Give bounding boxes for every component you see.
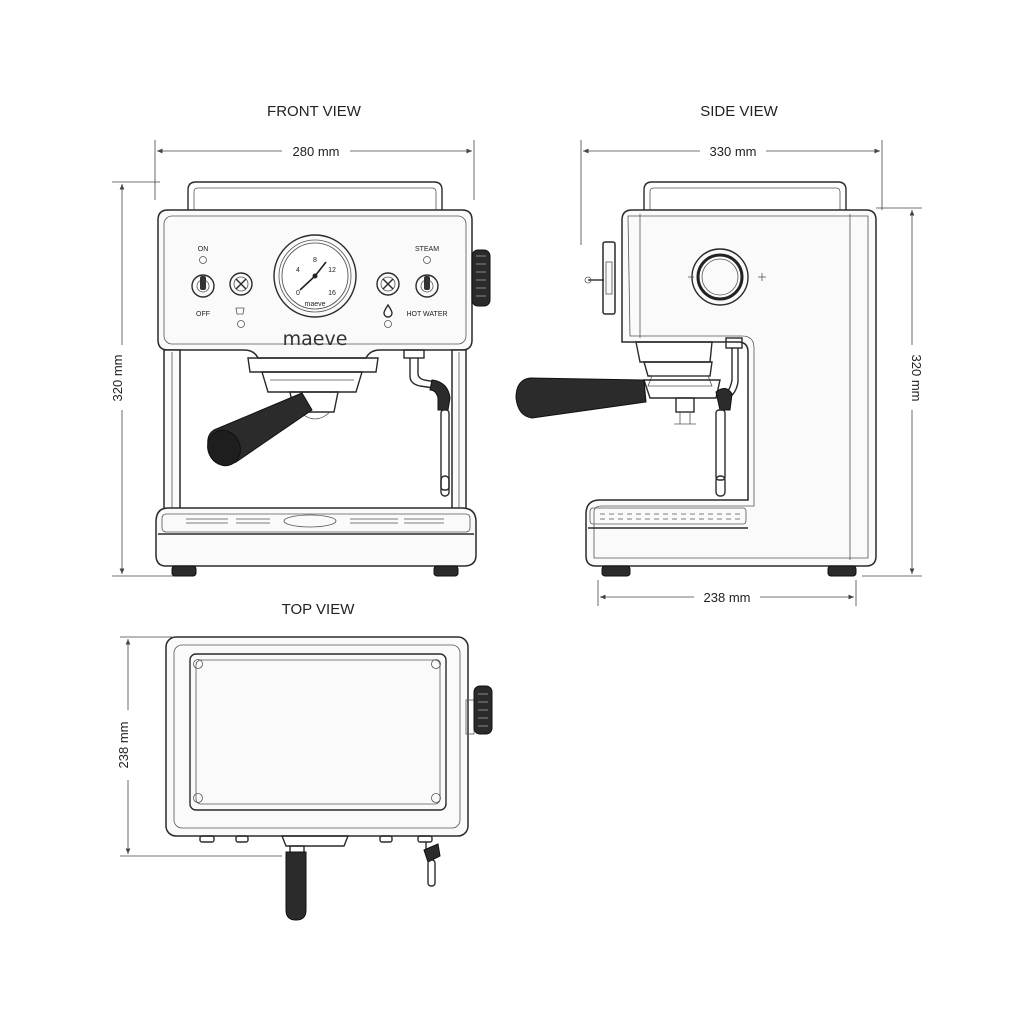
- side-base-label: 238 mm: [704, 590, 751, 605]
- top-view: TOP VIEW 238 mm: [116, 601, 493, 921]
- top-portafilter: [285, 845, 307, 921]
- top-depth-dimension: 238 mm: [116, 636, 282, 857]
- steam-wand: [403, 349, 451, 497]
- top-plate: [189, 653, 447, 811]
- steam-switch: [415, 274, 439, 298]
- side-temperature-knob: [688, 248, 766, 306]
- side-depth-label: 330 mm: [710, 144, 757, 159]
- brand-logo: maeve: [283, 328, 348, 350]
- gauge-tick-12: 12: [328, 267, 336, 274]
- water-drop-icon: [383, 303, 393, 318]
- on-label: ON: [198, 246, 209, 253]
- side-knob-front: [471, 249, 491, 307]
- front-height-dimension: 320 mm: [110, 181, 180, 577]
- steam-led: [423, 256, 431, 264]
- hot-water-label: HOT WATER: [406, 311, 447, 318]
- water-button: [376, 272, 400, 328]
- front-view: FRONT VIEW 280 mm 320 mm: [110, 103, 491, 577]
- side-height-label: 320 mm: [909, 355, 924, 402]
- front-view-title: FRONT VIEW: [267, 103, 362, 120]
- top-rail: [187, 181, 443, 212]
- top-body: [165, 636, 469, 837]
- group-head: [247, 357, 379, 393]
- side-height-dimension: 320 mm: [862, 207, 924, 577]
- top-depth-label: 238 mm: [116, 722, 131, 769]
- front-height-label: 320 mm: [110, 355, 125, 402]
- top-side-knob: [465, 685, 493, 735]
- gauge-brand: maeve: [304, 301, 325, 308]
- gauge-tick-16: 16: [328, 290, 336, 297]
- top-view-title: TOP VIEW: [282, 601, 356, 618]
- side-view: SIDE VIEW 330 mm 320 mm 238 mm: [515, 103, 924, 606]
- side-front-switch: [584, 241, 616, 315]
- side-drip-tray: [588, 507, 748, 529]
- cup-icon: [235, 307, 245, 315]
- gauge-tick-8: 8: [313, 257, 317, 264]
- brew-button: [229, 272, 253, 328]
- portafilter: [207, 391, 339, 467]
- front-width-label: 280 mm: [293, 144, 340, 159]
- front-width-dimension: 280 mm: [154, 140, 475, 200]
- power-switch: [191, 274, 215, 298]
- side-portafilter: [515, 377, 721, 425]
- drip-tray: [155, 507, 477, 577]
- off-label: OFF: [196, 311, 210, 318]
- side-depth-dimension: 330 mm: [580, 140, 883, 245]
- gauge-tick-0: 0: [296, 290, 300, 297]
- side-view-title: SIDE VIEW: [700, 103, 778, 120]
- side-base-dimension: 238 mm: [597, 580, 857, 606]
- steam-label: STEAM: [415, 246, 439, 253]
- gauge-tick-4: 4: [296, 267, 300, 274]
- side-steam-wand: [715, 337, 743, 497]
- pressure-gauge: 4 8 12 16 0 maeve: [273, 234, 357, 318]
- top-steam-wand: [423, 842, 441, 887]
- side-body: [585, 209, 877, 567]
- power-led: [199, 256, 207, 264]
